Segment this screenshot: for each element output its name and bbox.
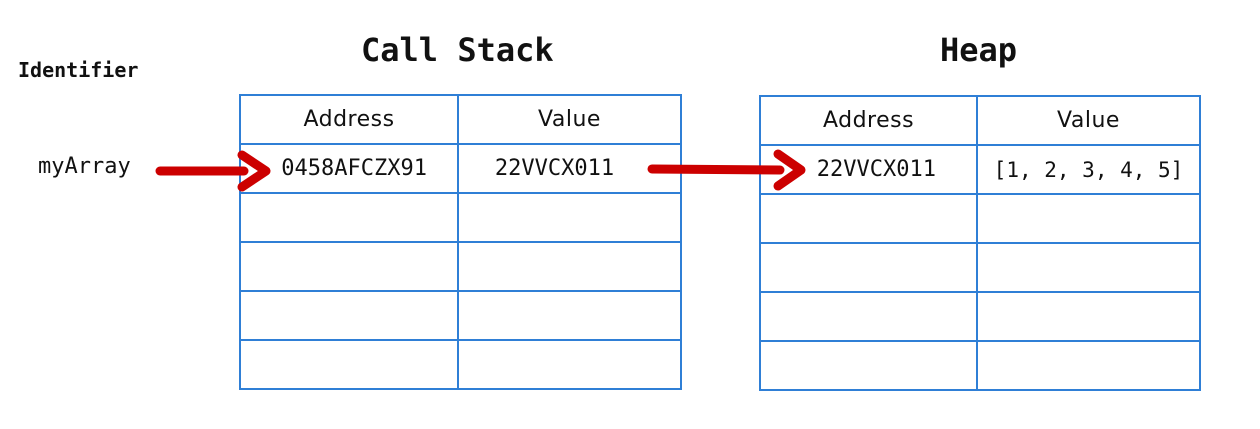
identifier-header: Identifier <box>18 58 139 82</box>
column-header-value: Value <box>457 94 682 145</box>
address-cell <box>239 290 459 341</box>
table-row: 22VVCX011 [1, 2, 3, 4, 5] <box>759 144 1201 195</box>
column-header-address: Address <box>239 94 459 145</box>
table-row <box>759 193 1201 244</box>
address-cell <box>239 339 459 390</box>
address-cell <box>759 340 978 391</box>
table-row: 0458AFCZX91 22VVCX011 <box>239 143 682 194</box>
address-cell: 22VVCX011 <box>759 144 978 195</box>
address-cell: 0458AFCZX91 <box>239 143 459 194</box>
table-header-row: Address Value <box>239 94 682 145</box>
value-cell: [1, 2, 3, 4, 5] <box>976 144 1201 195</box>
heap-table: Address Value 22VVCX011 [1, 2, 3, 4, 5] <box>759 95 1201 391</box>
table-header-row: Address Value <box>759 95 1201 146</box>
address-cell <box>759 242 978 293</box>
value-cell <box>457 192 682 243</box>
value-cell <box>976 291 1201 342</box>
address-cell <box>239 241 459 292</box>
value-cell <box>457 241 682 292</box>
call-stack-title: Call Stack <box>361 31 554 69</box>
table-row <box>759 340 1201 391</box>
table-row <box>759 291 1201 342</box>
value-cell <box>976 193 1201 244</box>
address-cell <box>239 192 459 243</box>
address-cell <box>759 291 978 342</box>
call-stack-table: Address Value 0458AFCZX91 22VVCX011 <box>239 94 682 390</box>
value-cell <box>976 340 1201 391</box>
identifier-name: myArray <box>38 154 131 179</box>
table-row <box>239 290 682 341</box>
heap-title: Heap <box>940 31 1018 69</box>
table-row <box>239 192 682 243</box>
value-cell <box>457 339 682 390</box>
value-cell <box>457 290 682 341</box>
value-cell: 22VVCX011 <box>457 143 682 194</box>
table-row <box>239 241 682 292</box>
column-header-value: Value <box>976 95 1201 146</box>
table-row <box>239 339 682 390</box>
column-header-address: Address <box>759 95 978 146</box>
table-row <box>759 242 1201 293</box>
value-cell <box>976 242 1201 293</box>
address-cell <box>759 193 978 244</box>
